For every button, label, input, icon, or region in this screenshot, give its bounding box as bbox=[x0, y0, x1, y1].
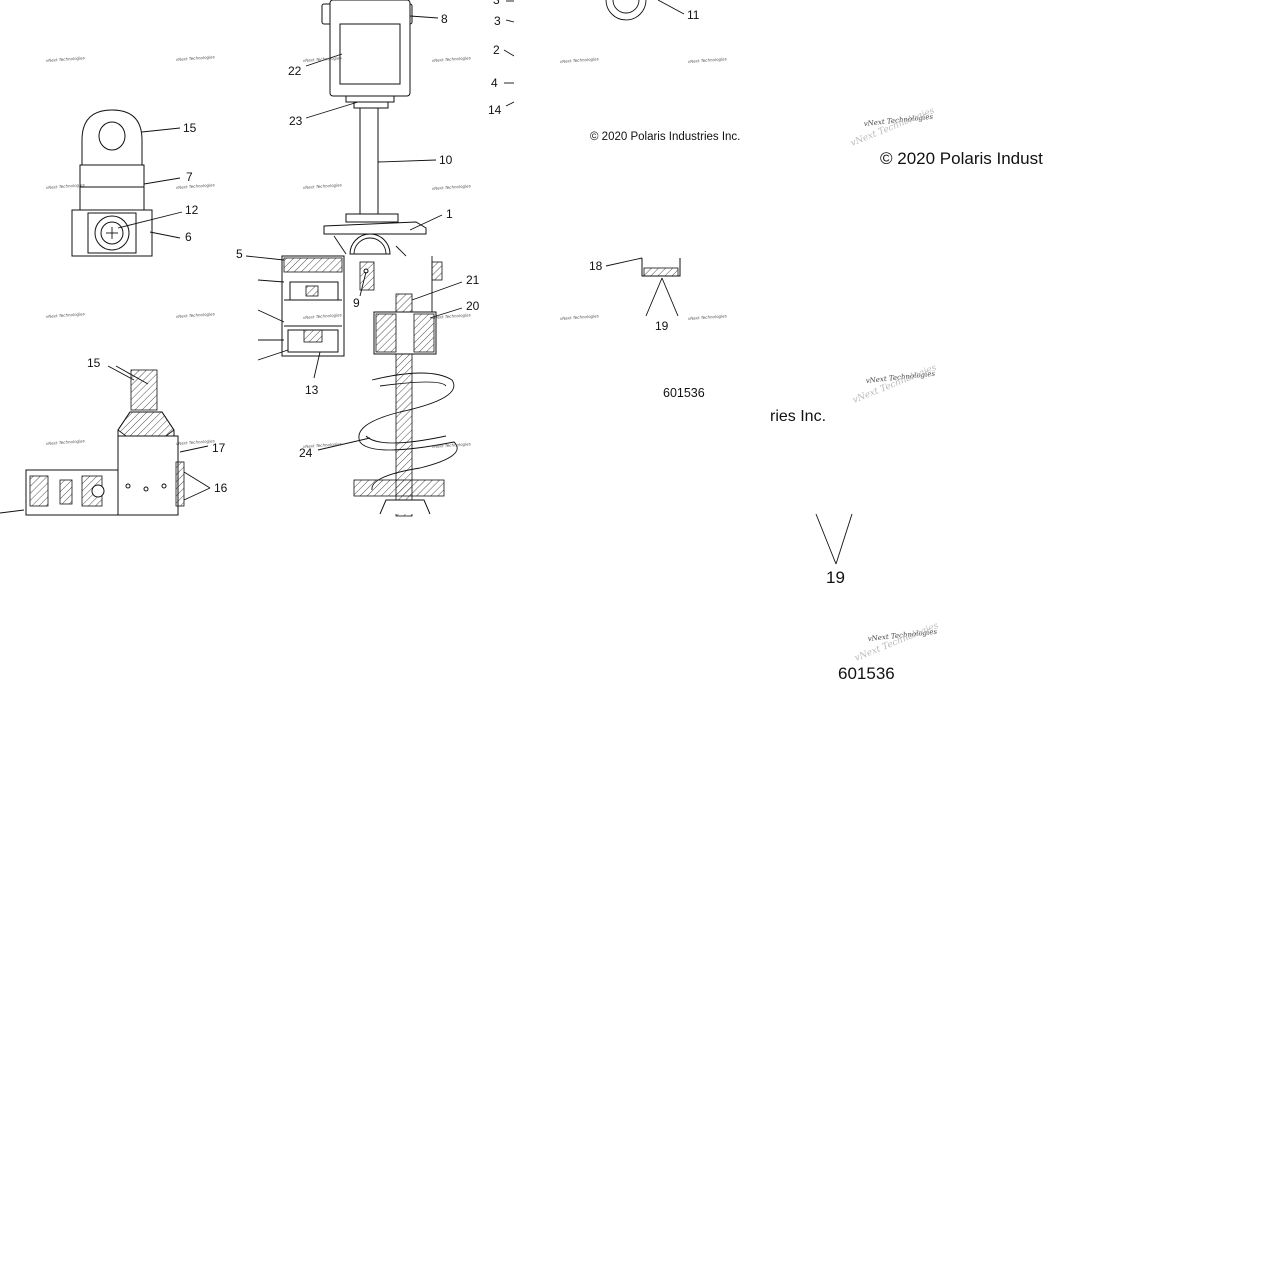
figure-number-large: 601536 bbox=[838, 664, 895, 683]
watermark: vNext Technologies bbox=[46, 55, 85, 63]
top-eyelet-fragment bbox=[605, 0, 647, 21]
callout-6: 6 bbox=[185, 230, 192, 244]
callout-24: 24 bbox=[299, 446, 313, 460]
watermark: vNext Technologies bbox=[849, 106, 936, 149]
callout-3b: 3 bbox=[494, 14, 501, 28]
watermark: vNext Technologies bbox=[176, 438, 215, 446]
watermark: vNext Technologies bbox=[432, 55, 471, 63]
rod-spring-section bbox=[353, 256, 458, 517]
watermark: vNext Technologies bbox=[560, 313, 599, 321]
piston-valving-section bbox=[281, 255, 375, 357]
callout-9: 9 bbox=[353, 296, 360, 310]
callout-17: 17 bbox=[212, 441, 226, 455]
callout-labels: 15 7 12 6 15 17 16 8 22 23 10 1 5 9 13 2… bbox=[87, 0, 845, 587]
watermark: vNext Technologies bbox=[303, 312, 342, 320]
watermark: vNext Technologies bbox=[432, 312, 471, 320]
watermark: vNext Technologies bbox=[851, 363, 938, 406]
watermark: vNext Technologies bbox=[46, 182, 85, 190]
seal-fragment bbox=[641, 258, 681, 317]
watermark: vNext Technologies bbox=[303, 441, 342, 449]
callout-19-small: 19 bbox=[655, 319, 669, 333]
reservoir-eyelet-assembly bbox=[71, 109, 153, 257]
callout-13: 13 bbox=[305, 383, 319, 397]
callout-23: 23 bbox=[289, 114, 303, 128]
callout-10: 10 bbox=[439, 153, 453, 167]
callout-3a: 3 bbox=[493, 0, 500, 7]
watermark: vNext Technologies bbox=[46, 438, 85, 446]
watermark: vNext Technologies bbox=[432, 183, 471, 191]
copyright-small: © 2020 Polaris Industries Inc. bbox=[590, 131, 740, 143]
watermark: vNext Technologies bbox=[688, 56, 727, 64]
figure-number-small: 601536 bbox=[663, 386, 705, 400]
callout-16: 16 bbox=[214, 481, 228, 495]
watermark: vNext Technologies bbox=[688, 313, 727, 321]
shock-body-assembly bbox=[321, 0, 427, 257]
watermark: vNext Technologies bbox=[46, 311, 85, 319]
callout-8: 8 bbox=[441, 12, 448, 26]
watermark: vNext Technologies bbox=[303, 182, 342, 190]
callout-20: 20 bbox=[466, 299, 480, 313]
watermark: vNext Technologies bbox=[432, 441, 471, 449]
watermark: vNext Technologies bbox=[176, 54, 215, 62]
callout-21: 21 bbox=[466, 273, 480, 287]
callout-18: 18 bbox=[589, 259, 603, 273]
copyright-large: © 2020 Polaris Indust bbox=[880, 149, 1043, 168]
reservoir-section-assembly bbox=[0, 369, 185, 516]
watermark: vNext Technologies bbox=[560, 56, 599, 64]
callout-5: 5 bbox=[236, 247, 243, 261]
callout-14: 14 bbox=[488, 103, 502, 117]
callout-15b: 15 bbox=[87, 356, 101, 370]
callout-7: 7 bbox=[186, 170, 193, 184]
callout-2: 2 bbox=[493, 43, 500, 57]
leader-lines bbox=[107, 0, 685, 501]
watermark: vNext Technologies bbox=[853, 621, 940, 664]
watermark: vNext Technologies bbox=[176, 182, 215, 190]
large-callout-wedge bbox=[815, 513, 853, 565]
callout-4: 4 bbox=[491, 76, 498, 90]
callout-19-large: 19 bbox=[826, 568, 845, 587]
callout-22: 22 bbox=[288, 64, 302, 78]
callout-12: 12 bbox=[185, 203, 199, 217]
watermarks: vNext Technologies vNext Technologies vN… bbox=[46, 54, 941, 663]
callout-15a: 15 bbox=[183, 121, 197, 135]
copyright-fragment: ries Inc. bbox=[770, 408, 826, 425]
watermark: vNext Technologies bbox=[303, 55, 342, 63]
callout-11: 11 bbox=[687, 8, 700, 22]
watermark: vNext Technologies bbox=[176, 311, 215, 319]
callout-1: 1 bbox=[446, 207, 453, 221]
